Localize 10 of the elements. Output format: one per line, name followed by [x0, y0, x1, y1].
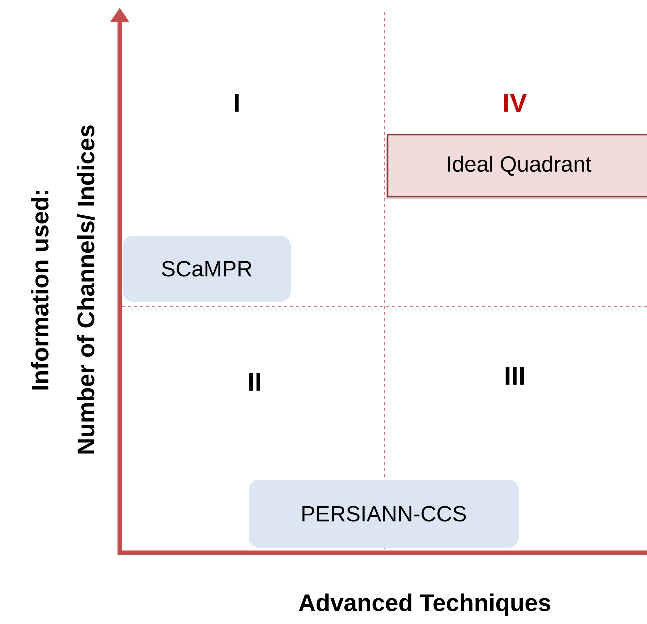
algorithm-box: PERSIANN-CCS: [249, 480, 519, 548]
algorithm-box: SCaMPR: [123, 236, 291, 302]
quadrant-numeral: I: [235, 94, 239, 112]
quadrant-numeral: II: [250, 373, 260, 391]
ideal-quadrant-box: Ideal Quadrant: [386, 134, 647, 199]
axis-title: Information used:: [31, 191, 49, 390]
axis-title: Number of Channels/ Indices: [77, 126, 95, 454]
quadrant-numeral: III: [506, 367, 524, 385]
axis-title: Advanced Techniques: [299, 594, 550, 616]
quadrant-numeral: IV: [504, 94, 528, 112]
